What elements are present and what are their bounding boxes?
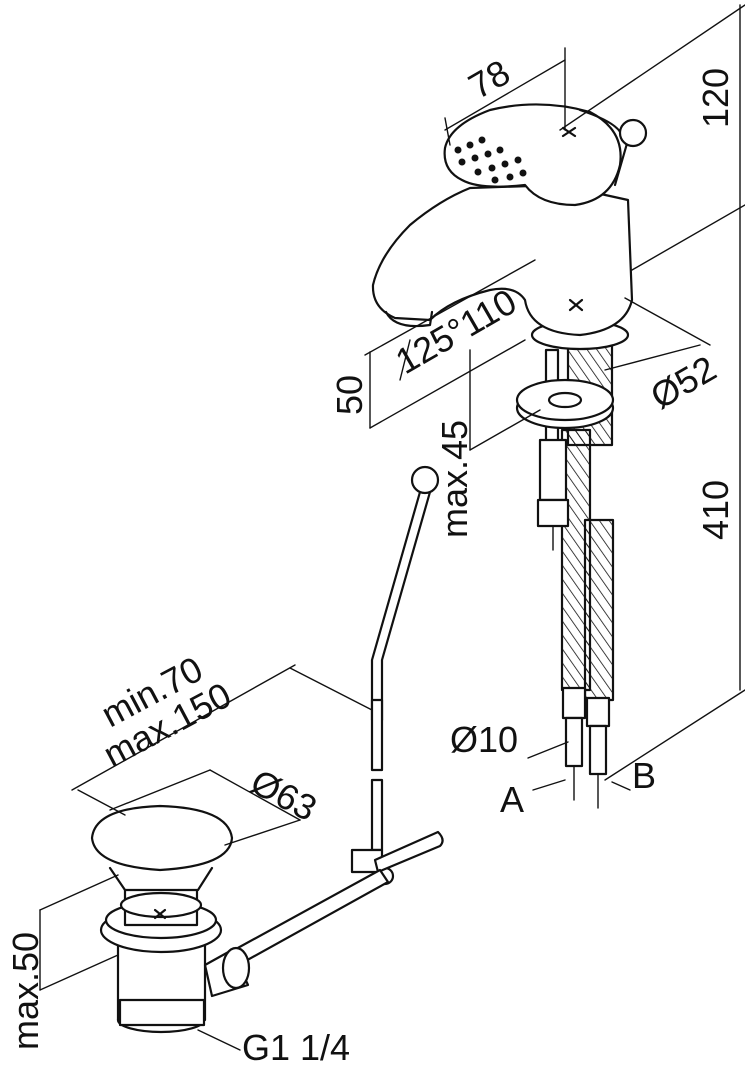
label-hose-a: A	[500, 779, 524, 820]
dim-handle-length: 78	[462, 51, 517, 107]
faucet-handle	[443, 103, 622, 207]
dim-spout-height: 50	[329, 375, 370, 415]
dim-plug-diameter: Ø63	[244, 761, 323, 829]
dim-base-diameter: Ø52	[644, 347, 723, 417]
dim-hose-diameter: Ø10	[450, 719, 518, 760]
label-thread: G1 1/4	[242, 1027, 350, 1068]
faucet	[371, 103, 648, 809]
dimension-lines	[39, 4, 745, 1051]
pop-up-waste	[90, 804, 251, 1034]
hose-fittings	[561, 686, 611, 809]
popup-knob	[618, 118, 648, 148]
mounting-washer	[515, 378, 615, 430]
label-hose-b: B	[632, 755, 656, 796]
popup-rod	[223, 465, 444, 970]
handle-grip-dots	[454, 136, 527, 184]
dim-top-height: 120	[695, 68, 736, 128]
dim-overall-length: 410	[695, 480, 736, 540]
dim-waste-height: max.50	[5, 932, 46, 1050]
flex-hose-right	[583, 518, 615, 702]
waste-plug-cap	[90, 804, 234, 872]
dim-deck-thickness: max.45	[434, 420, 475, 538]
faucet-body	[371, 183, 634, 337]
